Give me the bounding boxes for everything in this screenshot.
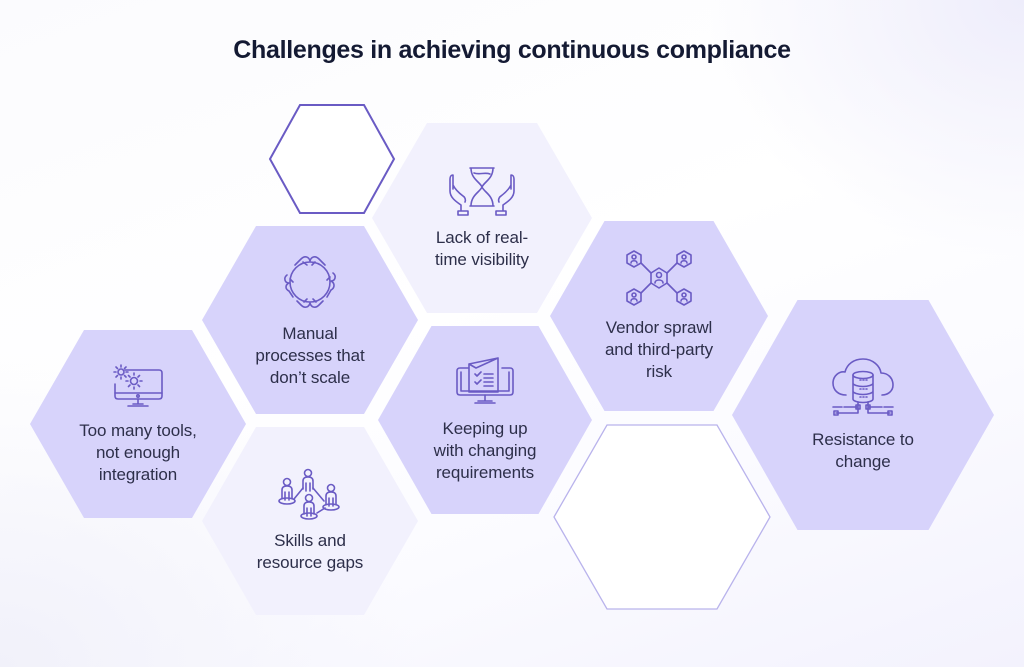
challenge-hexagon-too-many-tools: Too many tools, not enough integration — [30, 330, 246, 518]
challenge-label: Manual processes that don’t scale — [255, 324, 365, 387]
hands-circle-icon — [284, 256, 336, 308]
challenge-label: Too many tools, not enough integration — [79, 421, 197, 484]
challenge-label: Vendor sprawl and third-party risk — [604, 318, 714, 381]
challenge-label: Lack of real- time visibility — [435, 228, 529, 269]
challenge-hexagon-manual-processes: Manual processes that don’t scale — [202, 226, 418, 414]
people-network-icon — [278, 468, 340, 520]
hands-hourglass-icon — [449, 167, 515, 216]
empty-hexagon-outline-top — [268, 104, 396, 214]
challenge-label: Keeping up with changing requirements — [433, 419, 537, 482]
challenge-label: Skills and resource gaps — [256, 531, 364, 572]
monitor-checklist-icon — [456, 357, 514, 404]
monitor-gears-icon — [113, 364, 163, 407]
page-title: Challenges in achieving continuous compl… — [233, 36, 791, 64]
cloud-database-icon — [832, 358, 894, 416]
empty-hexagon-outline-bottom — [553, 424, 771, 610]
challenge-label: Resistance to change — [812, 430, 914, 471]
vendor-network-icon — [626, 250, 692, 306]
background-glow — [704, 0, 1024, 260]
challenge-hexagon-lack-of-visibility: Lack of real- time visibility — [372, 123, 592, 313]
challenge-hexagon-resistance-to-change: Resistance to change — [732, 300, 994, 530]
